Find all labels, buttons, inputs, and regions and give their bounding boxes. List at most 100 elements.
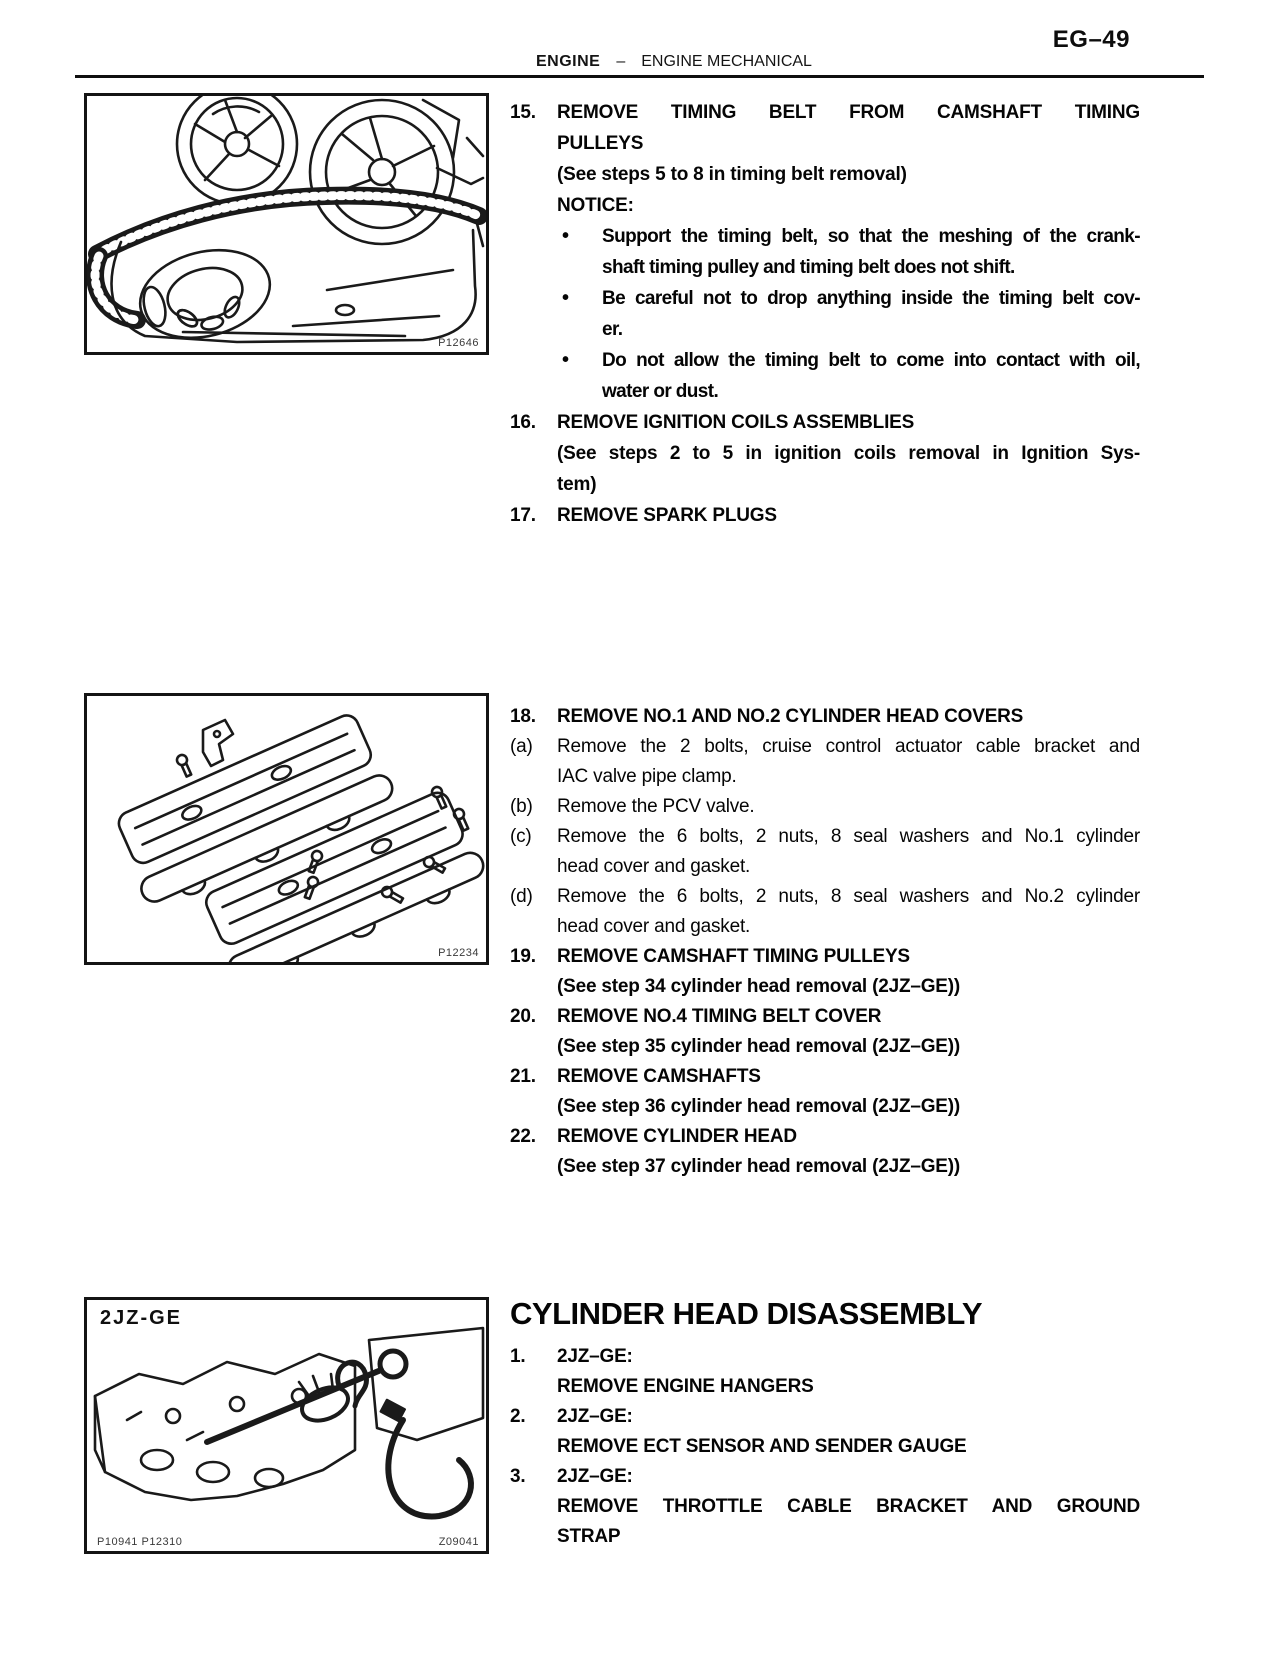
line-marker: 2. <box>510 1406 526 1427</box>
procedure-line-continuation: tem) <box>510 469 1140 500</box>
procedure-line-continuation: water or dust. <box>510 376 1140 407</box>
line-text: REMOVE IGNITION COILS ASSEMBLIES <box>557 412 915 433</box>
line-text: (See step 34 cylinder head removal (2JZ–… <box>557 976 961 997</box>
line-indent <box>510 1492 557 1522</box>
line-marker: 21. <box>510 1066 536 1087</box>
procedure-line: 15.REMOVE TIMING BELT FROM CAMSHAFT TIMI… <box>510 97 1140 128</box>
line-marker: 3. <box>510 1466 526 1487</box>
page-number: EG–49 <box>1052 26 1130 53</box>
procedure-line-continuation: (See step 36 cylinder head removal (2JZ–… <box>510 1092 1140 1122</box>
line-text: REMOVE SPARK PLUGS <box>557 505 777 526</box>
procedure-line: 2. 2JZ–GE: <box>510 1402 1140 1432</box>
line-indent <box>510 469 557 500</box>
figure-code-left: P10941 P12310 <box>97 1536 183 1548</box>
line-text: (See steps 2 to 5 in ignition coils remo… <box>557 443 1140 464</box>
line-text: REMOVE ECT SENSOR AND SENDER GAUGE <box>557 1436 967 1457</box>
line-marker: 20. <box>510 1006 536 1027</box>
line-text: shaft timing pulley and timing belt does… <box>602 257 1015 278</box>
line-text: (See steps 5 to 8 in timing belt removal… <box>557 164 907 185</box>
procedure-line: (a) Remove the 2 bolts, cruise control ac… <box>510 732 1140 762</box>
procedure-line: •Support the timing belt, so that the me… <box>510 221 1141 252</box>
procedure-line: (d) Remove the 6 bolts, 2 nuts, 8 seal wa… <box>510 882 1140 912</box>
line-text: REMOVE TIMING BELT FROM CAMSHAFT TIMING <box>557 102 1140 123</box>
line-indent <box>510 1152 557 1182</box>
line-text: Remove the 6 bolts, 2 nuts, 8 seal washe… <box>557 826 1140 847</box>
camshaft-pulley-left <box>175 96 299 206</box>
line-indent <box>510 438 557 469</box>
bullet-icon: • <box>562 349 569 371</box>
cable-bracket <box>201 718 235 768</box>
line-indent <box>510 972 557 1002</box>
bullet-icon: • <box>562 225 569 247</box>
procedure-line-continuation: er. <box>510 314 1140 345</box>
procedure-line: 16. REMOVE IGNITION COILS ASSEMBLIES <box>510 407 1140 438</box>
procedure-line-continuation: (See step 37 cylinder head removal (2JZ–… <box>510 1152 1140 1182</box>
line-text: NOTICE: <box>557 195 634 216</box>
line-indent <box>510 128 557 159</box>
line-indent <box>510 1372 557 1402</box>
line-text: head cover and gasket. <box>557 916 751 937</box>
procedure-line-continuation: (See steps 5 to 8 in timing belt removal… <box>510 159 1140 190</box>
procedure-line: • Do not allow the timing belt to come in… <box>510 345 1141 376</box>
cylinder-head-drawing <box>93 1326 485 1520</box>
procedure-line-continuation: (See step 34 cylinder head removal (2JZ–… <box>510 972 1140 1002</box>
procedure-line-continuation: (See step 35 cylinder head removal (2JZ–… <box>510 1032 1140 1062</box>
procedure-line-continuation: REMOVE ENGINE HANGERS <box>510 1372 1140 1402</box>
line-marker: (c) <box>510 826 532 847</box>
figure-cylinder-head: 2JZ-GE P10941 P12310 Z09041 <box>84 1297 489 1554</box>
figure-code-right: Z09041 <box>438 1536 479 1548</box>
procedure-line: 18.REMOVE NO.1 AND NO.2 CYLINDER HEAD CO… <box>510 702 1140 732</box>
line-marker: 18. <box>510 706 536 727</box>
section-title: CYLINDER HEAD DISASSEMBLY <box>510 1296 983 1331</box>
subsection-label: ENGINE MECHANICAL <box>641 53 812 70</box>
line-text: (See step 36 cylinder head removal (2JZ–… <box>557 1096 961 1117</box>
camshaft-pulley-right <box>308 98 456 246</box>
line-text: 2JZ–GE: <box>557 1406 633 1427</box>
line-text: REMOVE THROTTLE CABLE BRACKET AND GROUND <box>557 1496 1140 1517</box>
bolts-and-washers <box>175 753 470 904</box>
line-text: Remove the 2 bolts, cruise control actua… <box>557 736 1140 757</box>
line-text: REMOVE NO.4 TIMING BELT COVER <box>557 1006 882 1027</box>
line-marker: (d) <box>510 886 533 907</box>
no2-cylinder-head-cover <box>204 791 485 962</box>
cylinder-head-disassembly-section: CYLINDER HEAD DISASSEMBLY 1.2JZ–GE:REMOV… <box>510 1294 1140 1552</box>
line-text: REMOVE CAMSHAFT TIMING PULLEYS <box>557 946 910 967</box>
line-text: tem) <box>557 474 597 495</box>
line-marker: 17. <box>510 505 536 526</box>
line-indent <box>510 1092 557 1122</box>
procedure-line: 21.REMOVE CAMSHAFTS <box>510 1062 1140 1092</box>
removal-steps-15-17: 15.REMOVE TIMING BELT FROM CAMSHAFT TIMI… <box>510 97 1141 531</box>
wrench <box>204 1367 384 1445</box>
procedure-line: 20. REMOVE NO.4 TIMING BELT COVER <box>510 1002 1140 1032</box>
line-indent <box>510 1432 557 1462</box>
header-divider <box>75 75 1204 78</box>
line-text: Do not allow the timing belt to come int… <box>602 350 1141 371</box>
line-marker: 19. <box>510 946 536 967</box>
line-marker: (a) <box>510 736 533 757</box>
line-text: (See step 35 cylinder head removal (2JZ–… <box>557 1036 961 1057</box>
line-text: Remove the 6 bolts, 2 nuts, 8 seal washe… <box>557 886 1140 907</box>
procedure-line: •Be careful not to drop anything inside … <box>510 283 1141 314</box>
bullet-icon: • <box>562 287 569 309</box>
no1-cylinder-head-cover <box>117 714 394 903</box>
procedure-line: (b)Remove the PCV valve. <box>510 792 1140 822</box>
procedure-line: 22.REMOVE CYLINDER HEAD <box>510 1122 1140 1152</box>
crankshaft-pulley <box>138 248 272 340</box>
line-text: (See step 37 cylinder head removal (2JZ–… <box>557 1156 961 1177</box>
procedure-line-continuation: IAC valve pipe clamp. <box>510 762 1140 792</box>
procedure-line: 19. REMOVE CAMSHAFT TIMING PULLEYS <box>510 942 1140 972</box>
line-indent <box>510 252 602 283</box>
line-text: 2JZ–GE: <box>557 1346 633 1367</box>
procedure-line-continuation: head cover and gasket. <box>510 912 1140 942</box>
figure-timing-belt: P12646 <box>84 93 489 355</box>
procedure-line: 17. REMOVE SPARK PLUGS <box>510 500 1140 531</box>
sensor-wire <box>385 1417 474 1520</box>
line-text: IAC valve pipe clamp. <box>557 766 737 787</box>
figure-code: P12646 <box>438 337 479 349</box>
line-indent <box>510 852 557 882</box>
head-covers-drawing <box>117 714 485 962</box>
line-marker: 16. <box>510 412 536 433</box>
removal-steps-18-22: 18.REMOVE NO.1 AND NO.2 CYLINDER HEAD CO… <box>510 702 1140 1182</box>
